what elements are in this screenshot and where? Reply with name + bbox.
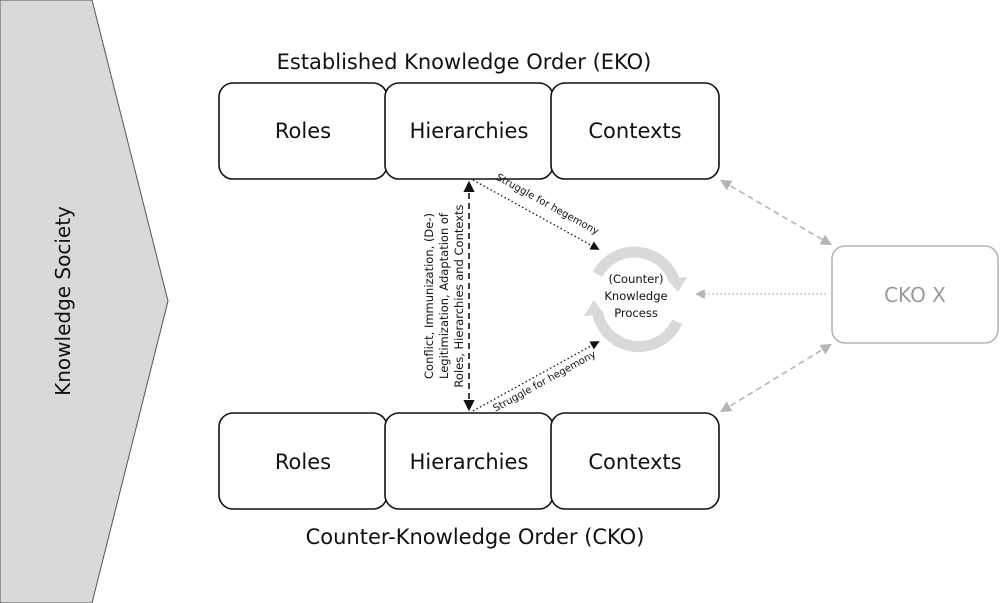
cko-row: Roles Hierarchies Contexts: [218, 412, 720, 510]
eko-title: Established Knowledge Order (EKO): [277, 50, 652, 74]
vertical-relation-text: Conflict, Immunization, (De-) Legitimiza…: [422, 204, 466, 387]
cko-roles-label: Roles: [275, 450, 331, 474]
eko-contexts-box: [550, 82, 720, 180]
eko-contexts-label: Contexts: [588, 119, 681, 143]
relation-line-1: Conflict, Immunization, (De-): [422, 213, 436, 379]
cko-contexts-box: [550, 412, 720, 510]
process-line-1: (Counter): [609, 272, 664, 286]
relation-line-2: Legitimization, Adaptation of: [437, 212, 451, 379]
struggle-bottom-arrow: [472, 341, 600, 412]
knowledge-society-label: Knowledge Society: [51, 206, 75, 396]
eko-roles-label: Roles: [275, 119, 331, 143]
cko-contexts-label: Contexts: [588, 450, 681, 474]
process-line-2: Knowledge: [604, 289, 667, 303]
knowledge-society-banner: [0, 0, 169, 603]
cko-x-to-cko-arrow: [720, 343, 832, 413]
cko-x-to-eko-arrow: [720, 179, 832, 246]
cko-x-label: CKO X: [884, 283, 946, 307]
eko-row: Roles Hierarchies Contexts: [218, 82, 720, 180]
struggle-bottom-label: Struggle for hegemony: [492, 349, 599, 415]
cko-title: Counter-Knowledge Order (CKO): [306, 525, 645, 549]
relation-line-3: Roles, Hierarchies and Contexts: [452, 204, 466, 387]
cko-hierarchies-label: Hierarchies: [410, 450, 529, 474]
struggle-top-label: Struggle for hegemony: [494, 172, 601, 238]
eko-hierarchies-label: Hierarchies: [410, 119, 529, 143]
process-cycle-icon: [584, 246, 687, 353]
struggle-top-arrow: [472, 179, 600, 250]
cko-x-box: [831, 245, 999, 344]
process-line-3: Process: [614, 306, 658, 320]
